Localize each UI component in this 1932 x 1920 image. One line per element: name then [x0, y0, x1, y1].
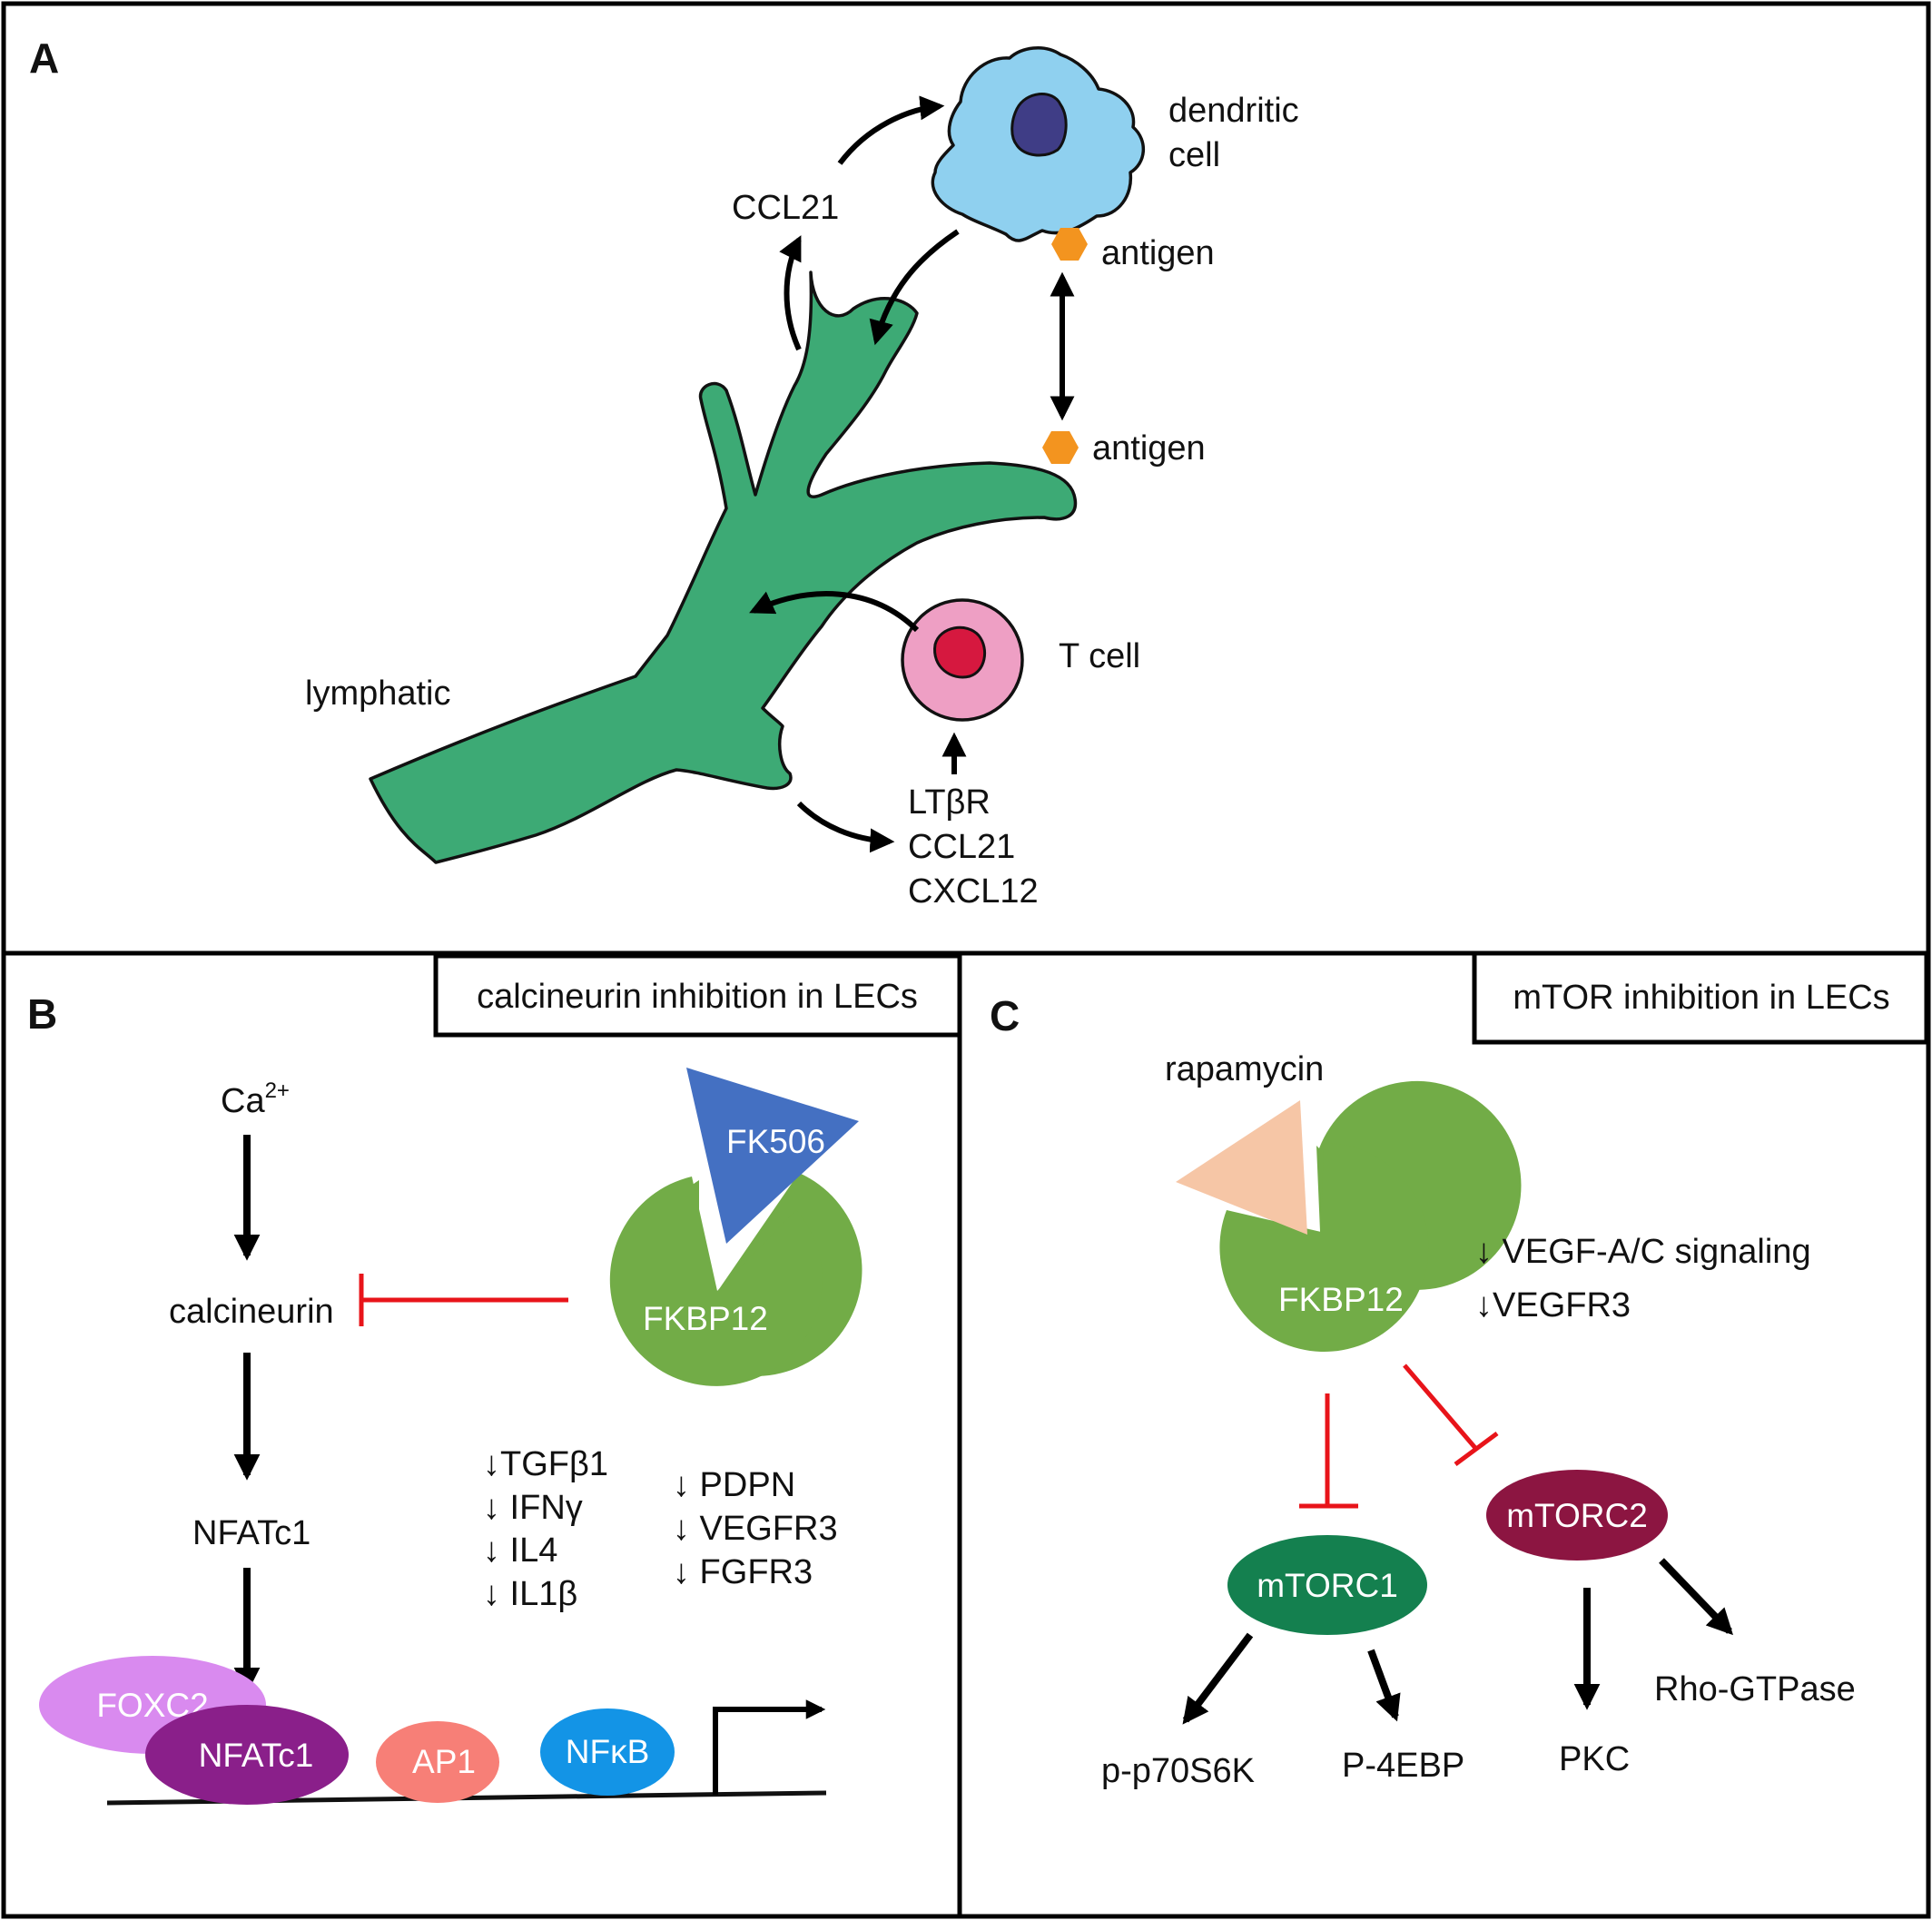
- panel-c-title: mTOR inhibition in LECs: [1513, 979, 1889, 1017]
- panel-a-letter: A: [29, 34, 59, 82]
- fkbp12-b-body: [609, 1177, 823, 1386]
- dendritic-cell-label-line1: dendritic: [1168, 92, 1299, 130]
- mtorc2-ellipse: [1486, 1470, 1668, 1561]
- panel-b-title-box: [433, 953, 962, 1038]
- down-vegfr3-b: ↓ VEGFR3: [673, 1510, 838, 1548]
- rho-gtpase-label: Rho-GTPase: [1654, 1670, 1856, 1708]
- down-il1b: ↓ IL1β: [483, 1575, 577, 1613]
- ap1-ellipse: [376, 1721, 499, 1803]
- calcineurin-label: calcineurin: [169, 1293, 334, 1331]
- factor-ccl21: CCL21: [908, 828, 1015, 866]
- factor-cxcl12: CXCL12: [908, 872, 1039, 911]
- antigen-dendritic-label: antigen: [1101, 234, 1215, 272]
- fkbp12-b-label: FKBP12: [643, 1300, 768, 1337]
- down-pdpn: ↓ PDPN: [673, 1466, 795, 1504]
- antigen-lymphatic-hexagon: [1042, 431, 1079, 464]
- t-cell-nucleus: [933, 625, 987, 679]
- factor-ltbr: LTβR: [908, 783, 991, 822]
- mtorc2-to-rho-arrow: [1659, 1558, 1733, 1636]
- fkbp12-c-label: FKBP12: [1278, 1281, 1404, 1318]
- panel-b: B calcineurin inhibition in LECs Ca2+ ca…: [27, 953, 962, 1806]
- p4ebp-label: P-4EBP: [1342, 1747, 1464, 1785]
- mtorc1-label: mTORC1: [1257, 1567, 1398, 1604]
- ccl21-to-dendritic-arrow: [837, 95, 945, 165]
- down-ifng: ↓ IFNγ: [483, 1489, 583, 1527]
- panel-c: C mTOR inhibition in LECs rapamycin FKBP…: [990, 950, 1929, 1790]
- lymphatic-vessel-shape: [369, 271, 1078, 864]
- fk506-triangle: [686, 1068, 859, 1244]
- ccl21-label: CCL21: [732, 189, 839, 227]
- mtorc1-to-p70s6k-arrow: [1182, 1632, 1254, 1725]
- nfatc1-label: NFATc1: [192, 1514, 310, 1552]
- mtorc1-ellipse: [1227, 1535, 1427, 1635]
- panel-a: A lymphatic dendritic cell antigen antig…: [29, 34, 1299, 911]
- lymphatic-to-factors-arrow: [796, 801, 895, 853]
- lymphatic-to-ccl21-arrow: [779, 235, 802, 351]
- panel-b-title: calcineurin inhibition in LECs: [477, 978, 918, 1016]
- fkbp12-inhibits-calcineurin: [359, 1274, 568, 1326]
- rapamycin-triangle: [1176, 1100, 1307, 1235]
- panel-b-letter: B: [27, 990, 57, 1038]
- down-fgfr3: ↓ FGFR3: [673, 1553, 813, 1591]
- vegfr3-c-label: ↓VEGFR3: [1475, 1286, 1631, 1324]
- ap1-label: AP1: [412, 1743, 476, 1780]
- p70s6k-label: p-p70S6K: [1101, 1752, 1255, 1790]
- fkbp12-inhibits-mtorc2: [1403, 1364, 1499, 1467]
- fkbp12-c-disc: [1219, 1142, 1429, 1352]
- transcription-start-arrow: [713, 1699, 826, 1795]
- lymphatic-label: lymphatic: [305, 674, 451, 713]
- antigen-dendritic-hexagon: [1051, 228, 1088, 261]
- rapamycin-label: rapamycin: [1165, 1050, 1324, 1088]
- down-il4: ↓ IL4: [483, 1531, 557, 1570]
- pkc-label: PKC: [1559, 1740, 1630, 1778]
- dendritic-to-lymphatic-arrow: [869, 229, 960, 346]
- tcell-to-lymphatic-arrow: [749, 591, 920, 633]
- fk506-label: FK506: [726, 1123, 825, 1160]
- dendritic-nucleus: [1010, 93, 1068, 157]
- vegf-signaling-label: ↓ VEGF-A/C signaling: [1475, 1233, 1811, 1271]
- nfatc1-dna-ellipse: [145, 1705, 349, 1805]
- fkbp12-inhibits-mtorc1: [1299, 1393, 1358, 1509]
- panel-c-letter: C: [990, 992, 1020, 1039]
- antigen-lymphatic-label: antigen: [1092, 429, 1206, 468]
- nfkb-ellipse: [540, 1708, 675, 1796]
- t-cell-label: T cell: [1059, 637, 1140, 675]
- nfatc1-dna-label: NFATc1: [199, 1737, 314, 1774]
- mtorc2-label: mTORC2: [1506, 1497, 1648, 1534]
- nfkb-label: NFκB: [566, 1733, 650, 1770]
- dendritic-cell-label-line2: cell: [1168, 136, 1220, 174]
- down-tgfb1: ↓TGFβ1: [483, 1445, 608, 1483]
- panel-c-title-box: [1472, 950, 1929, 1045]
- mtorc1-to-p4ebp-arrow: [1367, 1649, 1401, 1722]
- ca-label: Ca2+: [221, 1078, 290, 1120]
